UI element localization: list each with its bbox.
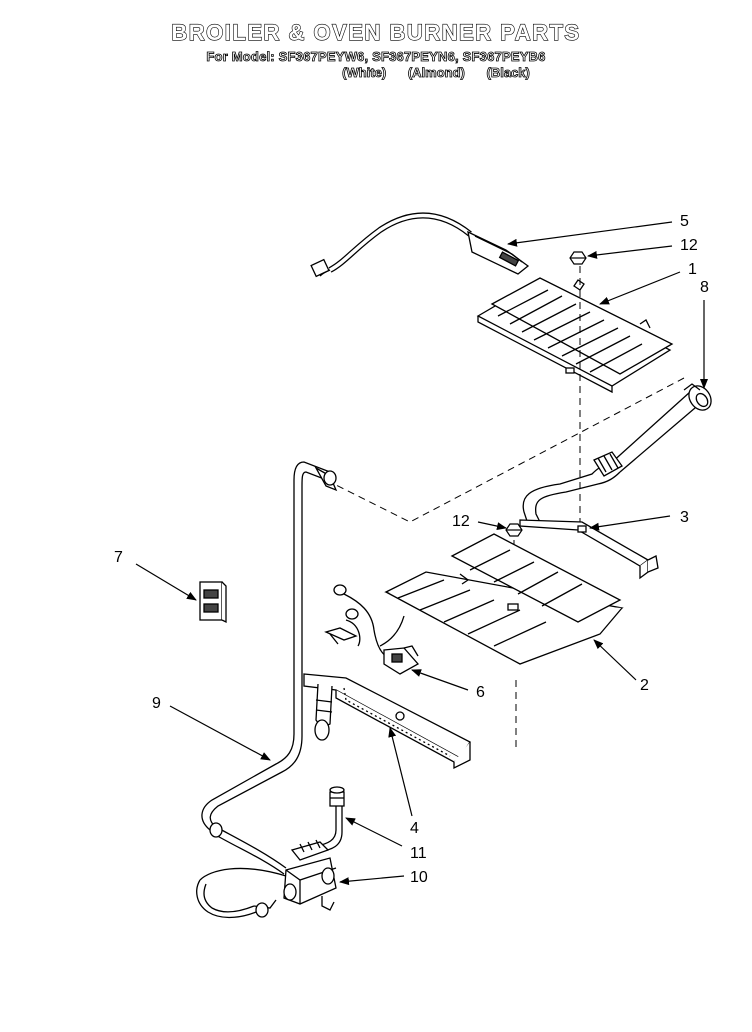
- callout-5: 5: [680, 213, 689, 230]
- finish-almond: (Almond): [407, 65, 465, 81]
- nut-lower: [505, 523, 523, 537]
- leader-1: [599, 271, 681, 305]
- callout-8: 8: [700, 279, 709, 296]
- leader-6: [411, 669, 469, 691]
- leader-9: [169, 705, 271, 761]
- broil-bracket: [519, 519, 659, 580]
- oven-igniter: [324, 584, 420, 675]
- callout-11: 11: [410, 845, 427, 862]
- leader-2: [593, 639, 637, 681]
- callout-12-lower: 12: [452, 513, 470, 530]
- oven-burner-tube: [201, 461, 338, 875]
- part-block: [199, 581, 227, 624]
- broil-burner-tube: [522, 383, 712, 525]
- callout-3: 3: [680, 509, 689, 526]
- leader-5: [507, 221, 673, 247]
- leader-12b: [477, 521, 507, 531]
- callout-4: 4: [410, 820, 419, 837]
- model-numbers: For Model: SF367PEYW6, SF367PEYN6, SF367…: [206, 49, 546, 65]
- oven-burner: [303, 673, 471, 770]
- leader-10: [339, 875, 405, 886]
- finish-labels: (White) (Almond) (Black): [60, 65, 752, 81]
- leader-12a: [587, 245, 673, 259]
- callout-9: 9: [152, 695, 161, 712]
- callout-7: 7: [114, 549, 123, 566]
- leader-4: [388, 727, 413, 817]
- broil-igniter: [310, 212, 530, 278]
- finish-white: (White): [342, 65, 387, 81]
- leader-11: [345, 817, 403, 847]
- orifice-tube: [299, 786, 345, 857]
- diagram-title: BROILER & OVEN BURNER PARTS: [171, 19, 581, 45]
- nut-upper: [569, 251, 587, 265]
- callout-10: 10: [410, 869, 428, 886]
- callout-6: 6: [476, 684, 485, 701]
- callout-numbers: 5 12 1 8 3 12 7 2 6 9 4 11 10: [114, 213, 709, 886]
- leader-3: [589, 515, 671, 531]
- oven-baffle: [384, 533, 624, 665]
- leader-lines: [135, 221, 708, 886]
- broil-baffle: [476, 277, 674, 394]
- callout-1: 1: [688, 261, 697, 278]
- callout-2: 2: [640, 677, 649, 694]
- callout-12-upper: 12: [680, 237, 698, 254]
- leader-7: [135, 563, 197, 601]
- safety-valve: [196, 839, 337, 919]
- finish-black: (Black): [486, 65, 530, 81]
